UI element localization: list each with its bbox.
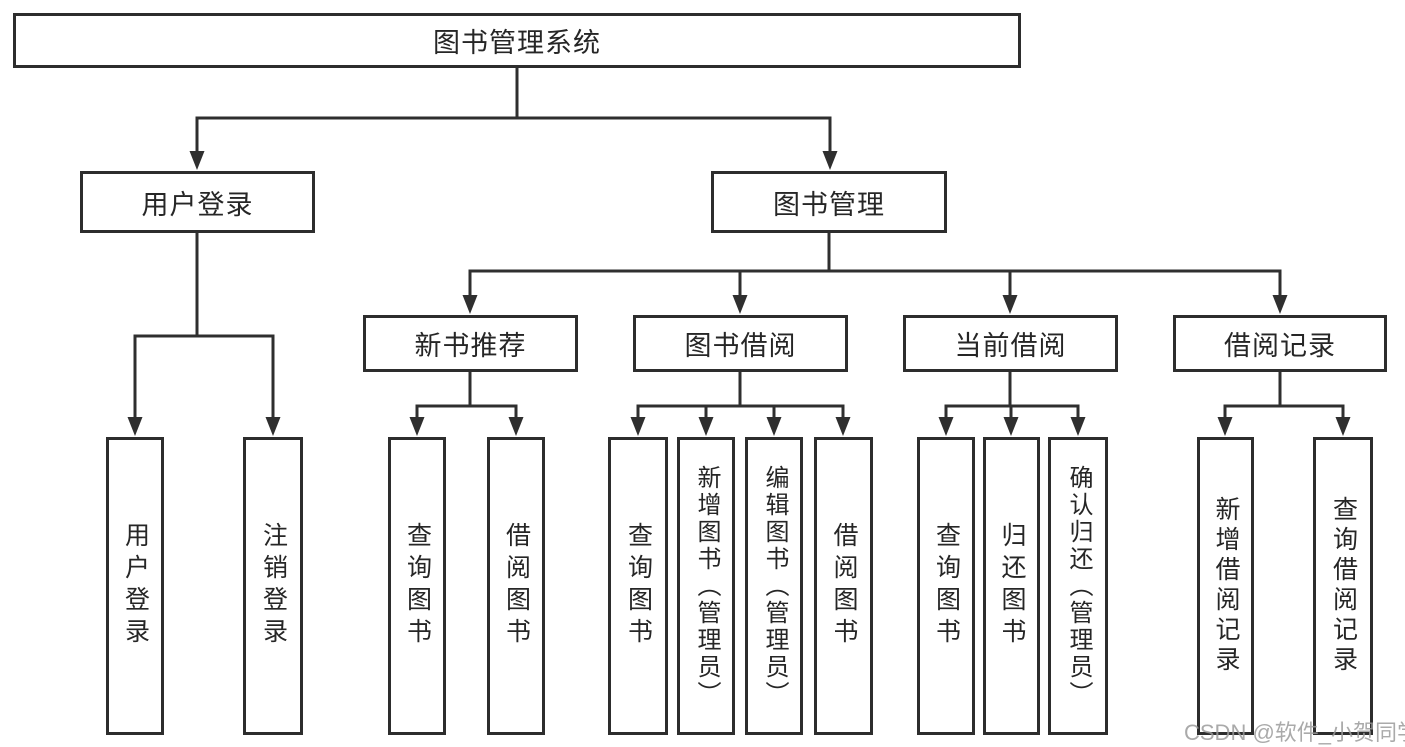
arrowheads bbox=[127, 151, 1351, 436]
node-current-borrow-label: 当前借阅 bbox=[954, 331, 1067, 361]
node-book-borrow: 图书借阅 bbox=[633, 315, 848, 372]
leaf-user-login-label: 用户登录 bbox=[121, 522, 150, 650]
node-current-borrow: 当前借阅 bbox=[903, 315, 1118, 372]
node-root: 图书管理系统 bbox=[13, 13, 1021, 68]
leaf-current-query-books-label: 查询图书 bbox=[932, 522, 961, 650]
leaf-records-query-record-label: 查询借阅记录 bbox=[1329, 496, 1358, 676]
leaf-current-confirm-return: 确认归还（管理员） bbox=[1048, 437, 1108, 735]
leaf-recommend-borrow-books-label: 借阅图书 bbox=[502, 522, 531, 650]
leaf-user-login: 用户登录 bbox=[106, 437, 164, 735]
node-user-login-label: 用户登录 bbox=[141, 189, 254, 220]
node-new-book-recommend-label: 新书推荐 bbox=[414, 331, 527, 361]
leaf-borrow-edit-books-label: 编辑图书（管理员） bbox=[761, 464, 788, 708]
leaf-recommend-query-books-label: 查询图书 bbox=[403, 522, 432, 650]
leaf-borrow-add-books: 新增图书（管理员） bbox=[677, 437, 735, 735]
node-root-label: 图书管理系统 bbox=[433, 28, 601, 58]
leaf-records-add-record-label: 新增借阅记录 bbox=[1212, 496, 1240, 676]
leaf-recommend-borrow-books: 借阅图书 bbox=[487, 437, 545, 735]
leaf-current-return-books-label: 归还图书 bbox=[998, 522, 1026, 650]
leaf-borrow-query-books-label: 查询图书 bbox=[624, 522, 653, 650]
node-book-management-label: 图书管理 bbox=[773, 189, 885, 220]
leaf-borrow-edit-books: 编辑图书（管理员） bbox=[745, 437, 803, 735]
node-borrow-records: 借阅记录 bbox=[1173, 315, 1387, 372]
leaf-logout: 注销登录 bbox=[243, 437, 303, 735]
leaf-logout-label: 注销登录 bbox=[259, 522, 288, 650]
leaf-current-confirm-return-label: 确认归还（管理员） bbox=[1065, 464, 1092, 708]
leaf-recommend-query-books: 查询图书 bbox=[388, 437, 446, 735]
leaf-current-return-books: 归还图书 bbox=[983, 437, 1040, 735]
leaf-borrow-query-books: 查询图书 bbox=[608, 437, 668, 735]
node-book-borrow-label: 图书借阅 bbox=[684, 331, 797, 361]
node-user-login: 用户登录 bbox=[80, 171, 315, 233]
leaf-borrow-add-books-label: 新增图书（管理员） bbox=[693, 464, 720, 708]
leaf-borrow-borrow-books-label: 借阅图书 bbox=[830, 522, 858, 650]
leaf-records-query-record: 查询借阅记录 bbox=[1313, 437, 1373, 735]
leaf-records-add-record: 新增借阅记录 bbox=[1197, 437, 1254, 735]
leaf-current-query-books: 查询图书 bbox=[917, 437, 975, 735]
node-borrow-records-label: 借阅记录 bbox=[1224, 331, 1336, 361]
node-book-management: 图书管理 bbox=[711, 171, 947, 233]
leaf-borrow-borrow-books: 借阅图书 bbox=[814, 437, 873, 735]
csdn-watermark: CSDN @软件_小贺同学 bbox=[1184, 720, 1405, 745]
node-new-book-recommend: 新书推荐 bbox=[363, 315, 578, 372]
